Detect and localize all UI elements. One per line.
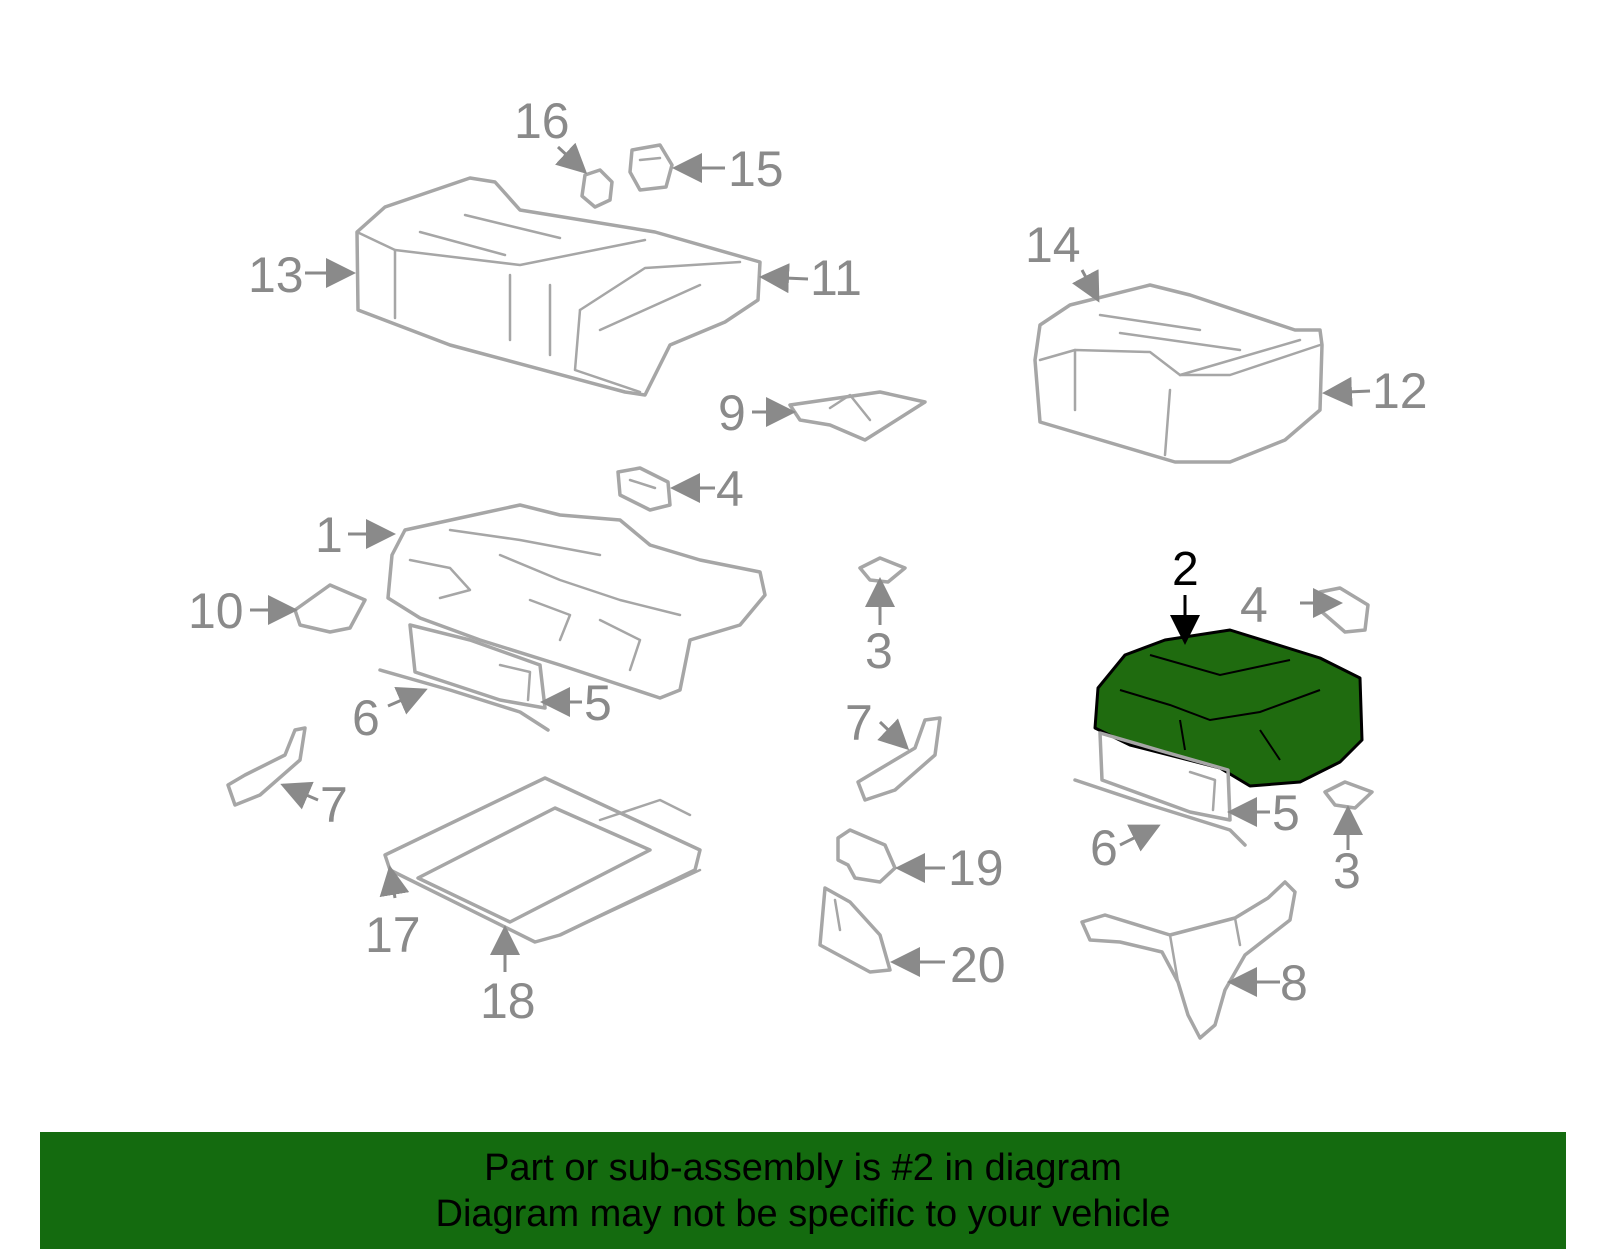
part-11-seat-cushion-pad[interactable] xyxy=(573,260,742,394)
parts-diagram: 13 11 16 15 14 12 9 4 1 10 5 6 3 7 7 17 … xyxy=(188,93,1428,1040)
part-7-handle-center[interactable] xyxy=(856,716,942,802)
banner-line-1: Part or sub-assembly is #2 in diagram xyxy=(484,1146,1122,1189)
callout-11: 11 xyxy=(810,250,862,306)
part-4-cover-left[interactable] xyxy=(616,466,672,512)
part-14-seat-cushion-cover[interactable] xyxy=(1033,283,1324,464)
notice-banner: Part or sub-assembly is #2 in diagram Di… xyxy=(40,1132,1566,1249)
callout-7-center: 7 xyxy=(845,695,873,751)
callout-4-left: 4 xyxy=(716,461,744,517)
callout-13: 13 xyxy=(248,247,304,303)
callout-2: 2 xyxy=(1172,543,1199,596)
callout-9: 9 xyxy=(718,385,746,441)
callout-19: 19 xyxy=(948,840,1004,896)
part-12-seat-cushion-pad[interactable] xyxy=(1178,338,1302,377)
part-3-cap-center[interactable] xyxy=(858,556,907,584)
callout-labels: 13 11 16 15 14 12 9 4 1 10 5 6 3 7 7 17 … xyxy=(188,93,1428,1029)
part-16-clip[interactable] xyxy=(580,168,614,209)
part-9-bracket[interactable] xyxy=(788,390,927,442)
callout-6-left: 6 xyxy=(352,690,380,746)
callout-16: 16 xyxy=(514,93,570,149)
callout-7-left: 7 xyxy=(320,777,348,833)
callout-5-left: 5 xyxy=(584,675,612,731)
part-17-seat-mat[interactable] xyxy=(383,776,702,944)
callout-4-right: 4 xyxy=(1240,577,1268,633)
banner-line-2: Diagram may not be specific to your vehi… xyxy=(435,1192,1171,1235)
part-1-cushion-frame[interactable] xyxy=(386,503,767,700)
callout-3-right: 3 xyxy=(1333,843,1361,899)
callout-18: 18 xyxy=(480,973,536,1029)
callout-17: 17 xyxy=(365,907,421,963)
part-18-heater-element[interactable] xyxy=(416,806,652,924)
callout-3-center: 3 xyxy=(865,623,893,679)
callout-10: 10 xyxy=(188,583,244,639)
callout-14: 14 xyxy=(1025,217,1081,273)
part-4-cover-right[interactable] xyxy=(1318,586,1370,634)
part-8-mounting-bracket[interactable] xyxy=(1080,880,1297,1040)
leader-lines xyxy=(250,142,1371,997)
part-19-module[interactable] xyxy=(836,828,897,884)
part-3-cap-right[interactable] xyxy=(1323,780,1374,810)
callout-1: 1 xyxy=(315,507,343,563)
callout-12: 12 xyxy=(1372,363,1428,419)
callout-6-right: 6 xyxy=(1090,820,1118,876)
callout-8: 8 xyxy=(1280,955,1308,1011)
callout-5-right: 5 xyxy=(1272,785,1300,841)
part-2-cushion-frame-highlighted[interactable] xyxy=(1093,628,1364,788)
part-10-trim[interactable] xyxy=(293,583,367,634)
callout-15: 15 xyxy=(728,141,784,197)
part-6-wire-right[interactable] xyxy=(1073,778,1247,847)
part-6-wire-left[interactable] xyxy=(378,668,550,732)
part-7-handle-left[interactable] xyxy=(226,726,307,807)
part-20-bracket[interactable] xyxy=(818,886,892,974)
part-15-clip[interactable] xyxy=(628,143,674,192)
callout-20: 20 xyxy=(950,937,1006,993)
part-13-seat-cushion-cover[interactable] xyxy=(355,176,762,397)
